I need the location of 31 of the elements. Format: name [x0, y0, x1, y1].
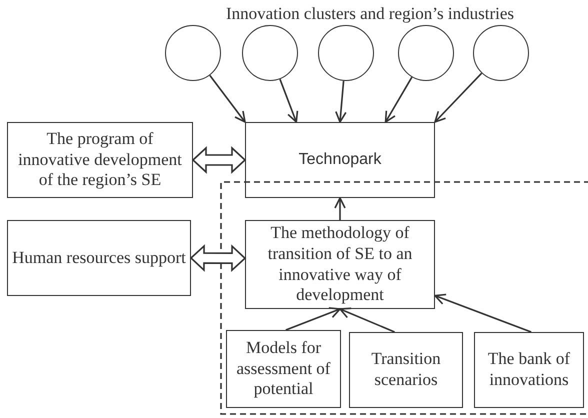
- node-text: The program of innovative development of the region’s SE: [17, 128, 183, 192]
- circle-node: [318, 25, 374, 81]
- arrow: [279, 78, 298, 123]
- arrow: [209, 74, 246, 123]
- arrow: [339, 307, 395, 333]
- circle-node: [242, 25, 298, 81]
- circle-node: [473, 25, 529, 81]
- process-box: [7, 122, 193, 198]
- node-text: Human resources support: [12, 248, 186, 268]
- process-box: [474, 332, 584, 408]
- node-text: The methodology of transition of SE to an innovative way of development: [266, 223, 414, 306]
- process-box: [245, 220, 435, 309]
- double-block-arrow: [190, 244, 246, 272]
- arrow: [434, 72, 482, 123]
- double-block-arrow: [192, 146, 246, 174]
- group-heading: Innovation clusters and region’s industries: [226, 4, 514, 24]
- arrow: [434, 294, 532, 333]
- process-box: [226, 330, 341, 408]
- circle-node: [165, 25, 221, 81]
- process-box: [7, 220, 191, 296]
- process-box: [349, 332, 463, 408]
- circle-node: [398, 25, 454, 81]
- arrow: [335, 80, 347, 123]
- node-text: The bank of innovations: [486, 349, 572, 391]
- arrow: [384, 76, 413, 123]
- node-text: Models for assessment of potential: [236, 338, 332, 400]
- arrow: [286, 307, 341, 331]
- node-text: Technopark: [298, 150, 382, 170]
- node-text: Transition scenarios: [370, 349, 442, 391]
- process-box: [245, 122, 435, 198]
- arrow: [334, 197, 346, 220]
